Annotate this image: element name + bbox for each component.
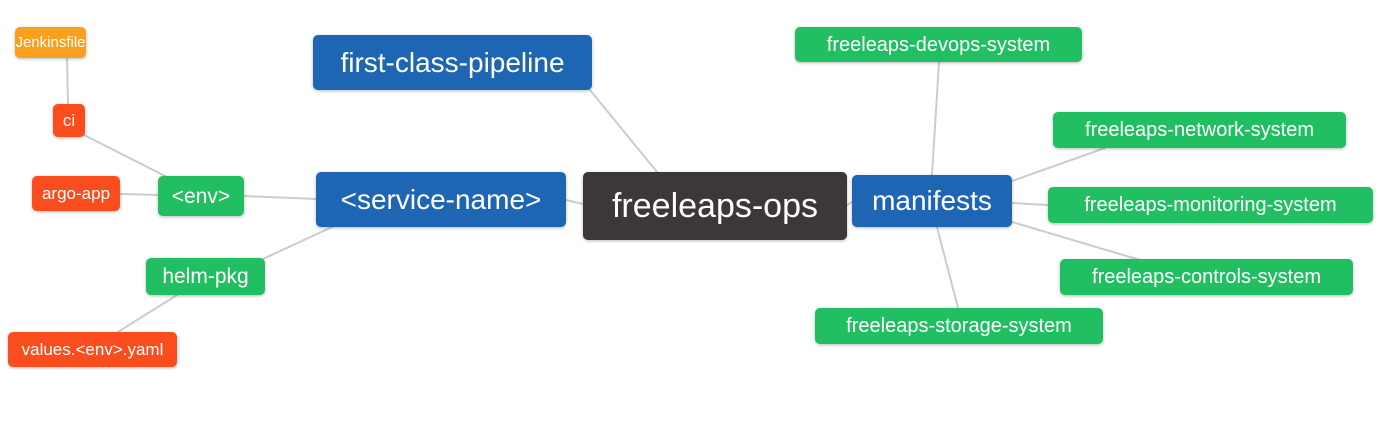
node-freeleaps-devops-system[interactable]: freeleaps-devops-system — [795, 27, 1082, 62]
node-values-env-yaml[interactable]: values.<env>.yaml — [8, 332, 177, 367]
node-helm-pkg[interactable]: helm-pkg — [146, 258, 265, 295]
edge-manifests-to-freeleaps-controls-system — [1011, 221, 1141, 261]
node-first-class-pipeline[interactable]: first-class-pipeline — [313, 35, 592, 90]
edge-ci-to-env — [83, 134, 168, 178]
node-jenkinsfile[interactable]: Jenkinsfile — [15, 27, 86, 58]
edge-jenkinsfile-to-ci — [66, 57, 69, 105]
edge-env-to-service-name — [243, 195, 317, 200]
node-ci[interactable]: ci — [53, 104, 85, 137]
edge-manifests-to-freeleaps-storage-system — [936, 226, 959, 309]
edge-first-class-pipeline-to-freeleaps-ops — [589, 89, 658, 173]
node-freeleaps-network-system[interactable]: freeleaps-network-system — [1053, 112, 1346, 148]
node-manifests[interactable]: manifests — [852, 175, 1012, 227]
edge-helm-pkg-to-values-env-yaml — [117, 294, 178, 333]
edge-argo-app-to-env — [119, 193, 159, 196]
node-argo-app[interactable]: argo-app — [32, 176, 120, 211]
node-freeleaps-ops[interactable]: freeleaps-ops — [583, 172, 847, 240]
node-freeleaps-controls-system[interactable]: freeleaps-controls-system — [1060, 259, 1353, 295]
edge-service-name-to-freeleaps-ops — [565, 199, 584, 205]
edge-manifests-to-freeleaps-monitoring-system — [1011, 202, 1049, 206]
edge-manifests-to-freeleaps-network-system — [1011, 147, 1106, 182]
node-env[interactable]: <env> — [158, 176, 244, 216]
node-freeleaps-monitoring-system[interactable]: freeleaps-monitoring-system — [1048, 187, 1373, 223]
edge-manifests-to-freeleaps-devops-system — [931, 61, 940, 176]
edge-freeleaps-ops-to-manifests — [846, 201, 853, 206]
node-service-name[interactable]: <service-name> — [316, 172, 566, 227]
edge-service-name-to-helm-pkg — [262, 226, 333, 260]
node-freeleaps-storage-system[interactable]: freeleaps-storage-system — [815, 308, 1103, 344]
